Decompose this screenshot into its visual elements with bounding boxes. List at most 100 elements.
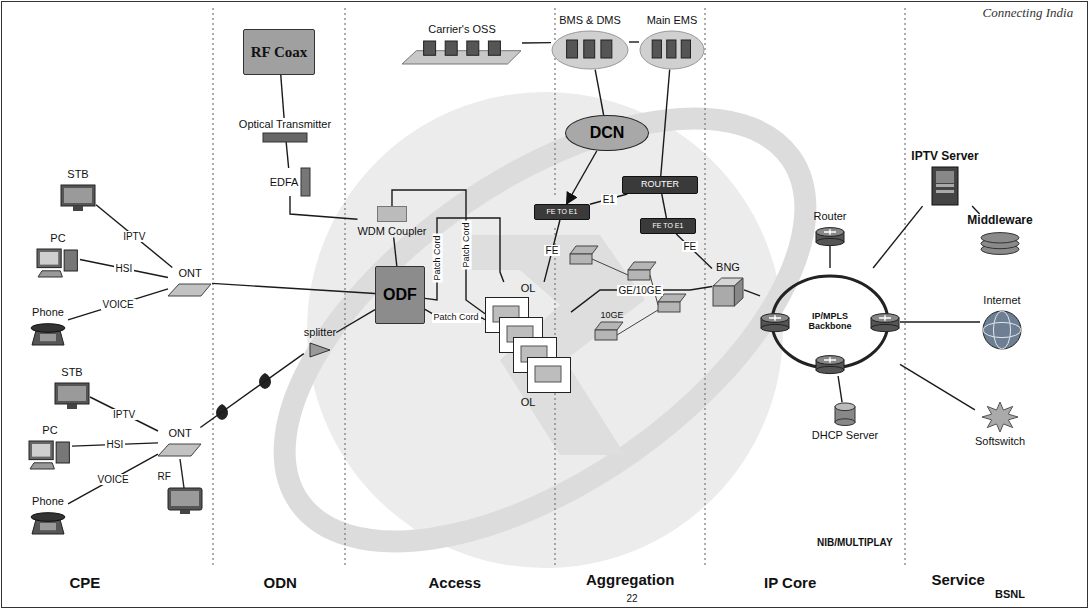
ont-device: ONT bbox=[158, 427, 202, 456]
cluster-icon-part bbox=[567, 40, 578, 58]
tv-icon-part bbox=[67, 404, 77, 409]
node-label: PC bbox=[42, 424, 57, 436]
node-label: FE TO E1 bbox=[547, 208, 578, 216]
rack-icon-part bbox=[488, 41, 500, 55]
edge-label: FE bbox=[544, 245, 561, 256]
cube-icon bbox=[712, 277, 744, 307]
cluster-icon-part bbox=[681, 40, 690, 58]
ont-icon-part bbox=[168, 284, 211, 296]
middleware: Middleware bbox=[967, 214, 1032, 256]
pc: PC bbox=[36, 232, 80, 277]
converter-box: FE TO E1 bbox=[640, 218, 696, 234]
backbone-ring-part bbox=[871, 314, 899, 332]
connector bbox=[281, 75, 284, 118]
backbone-ring-part bbox=[769, 315, 781, 321]
edge-label: E1 bbox=[601, 194, 617, 205]
connector bbox=[68, 289, 168, 320]
connector bbox=[336, 310, 375, 333]
edge-label: Patch Cord bbox=[432, 313, 481, 323]
connector bbox=[829, 246, 830, 268]
splitter: splitter bbox=[304, 326, 336, 357]
node-label: IP/MPLS Backbone bbox=[798, 312, 862, 332]
section-name: Service bbox=[932, 572, 985, 589]
connector bbox=[68, 454, 158, 504]
node-label: Softswitch bbox=[975, 435, 1025, 447]
connector bbox=[522, 42, 551, 44]
illustration-line bbox=[180, 459, 184, 488]
connector bbox=[80, 260, 168, 278]
cluster-icon-part bbox=[667, 40, 676, 58]
pc-icon-part bbox=[30, 462, 54, 468]
backbone-ring-part bbox=[879, 315, 891, 321]
ont-icon-part bbox=[158, 444, 201, 456]
ont-device: ONT bbox=[168, 267, 212, 296]
phone-icon-part bbox=[40, 334, 56, 341]
ont-icon bbox=[158, 443, 202, 457]
router-icon-part bbox=[816, 227, 844, 236]
node-label: ONT bbox=[168, 427, 191, 439]
router-icon-part bbox=[816, 238, 844, 245]
connector bbox=[744, 290, 760, 296]
node-label: DHCP Server bbox=[812, 429, 878, 441]
olt-icon-part bbox=[535, 366, 561, 382]
tv-icon-part bbox=[61, 185, 95, 206]
edge-label: Patch Cord bbox=[461, 220, 471, 269]
bms-dms-cluster: BMS & DMS bbox=[551, 14, 629, 69]
illustration-rect bbox=[628, 270, 650, 280]
tower-icon-part bbox=[936, 171, 954, 183]
node-label: ROUTER bbox=[641, 180, 679, 190]
iptv-server: IPTV Server bbox=[911, 150, 978, 206]
vbar-icon-part bbox=[301, 168, 310, 196]
cluster-icon-part bbox=[640, 31, 704, 69]
node-label: Phone bbox=[32, 495, 64, 507]
globe-icon-part bbox=[983, 311, 1021, 349]
connector bbox=[90, 397, 158, 431]
phone-icon bbox=[28, 322, 68, 346]
illustration-line bbox=[592, 259, 628, 275]
oss-rack: Carrier's OSS bbox=[402, 23, 522, 64]
connector bbox=[676, 234, 712, 269]
olt-icon-part bbox=[528, 358, 571, 393]
converter-box: FE TO E1 bbox=[534, 204, 590, 220]
node-label: BMS & DMS bbox=[559, 14, 621, 26]
rack-icon bbox=[402, 39, 522, 65]
rack-icon-part bbox=[445, 41, 457, 55]
node-label: IPTV Server bbox=[911, 150, 978, 163]
rack-icon-part bbox=[424, 41, 436, 55]
illustration-line bbox=[554, 8, 555, 196]
edge-label: GE/10GE bbox=[617, 285, 664, 296]
illustration-line bbox=[212, 8, 213, 568]
pc-icon bbox=[28, 440, 72, 470]
tower-icon-part bbox=[936, 190, 954, 193]
illustration-rect bbox=[595, 330, 617, 340]
router-icon-part bbox=[824, 229, 836, 235]
rack-icon-part bbox=[467, 41, 479, 55]
company-name: BSNL bbox=[995, 588, 1025, 600]
link-label: RF bbox=[158, 471, 171, 482]
stb-tv: STB bbox=[54, 366, 90, 409]
illustration-polygon bbox=[570, 246, 598, 254]
router: Router bbox=[813, 210, 846, 245]
illustration-g bbox=[592, 259, 658, 335]
cube-icon-part bbox=[713, 286, 734, 306]
illustration-g bbox=[213, 8, 905, 568]
connector bbox=[900, 364, 975, 409]
tv-icon-part bbox=[73, 206, 83, 211]
tri-icon-part bbox=[310, 343, 330, 357]
node-label: STB bbox=[61, 366, 82, 378]
wdm-icon bbox=[377, 206, 407, 222]
globe-icon bbox=[980, 310, 1024, 350]
edge-label: VOICE bbox=[96, 474, 131, 485]
illustration-line bbox=[554, 228, 555, 568]
node-label: OL bbox=[521, 282, 536, 294]
illustration-line bbox=[904, 8, 905, 568]
pc-icon bbox=[36, 248, 80, 278]
star-icon-part bbox=[982, 402, 1018, 432]
phone-icon-part bbox=[31, 512, 65, 521]
tv-icon-part bbox=[58, 386, 86, 401]
illustration-rect bbox=[570, 254, 592, 264]
backbone-ring-part bbox=[816, 356, 844, 365]
illustration-rect bbox=[180, 510, 190, 514]
